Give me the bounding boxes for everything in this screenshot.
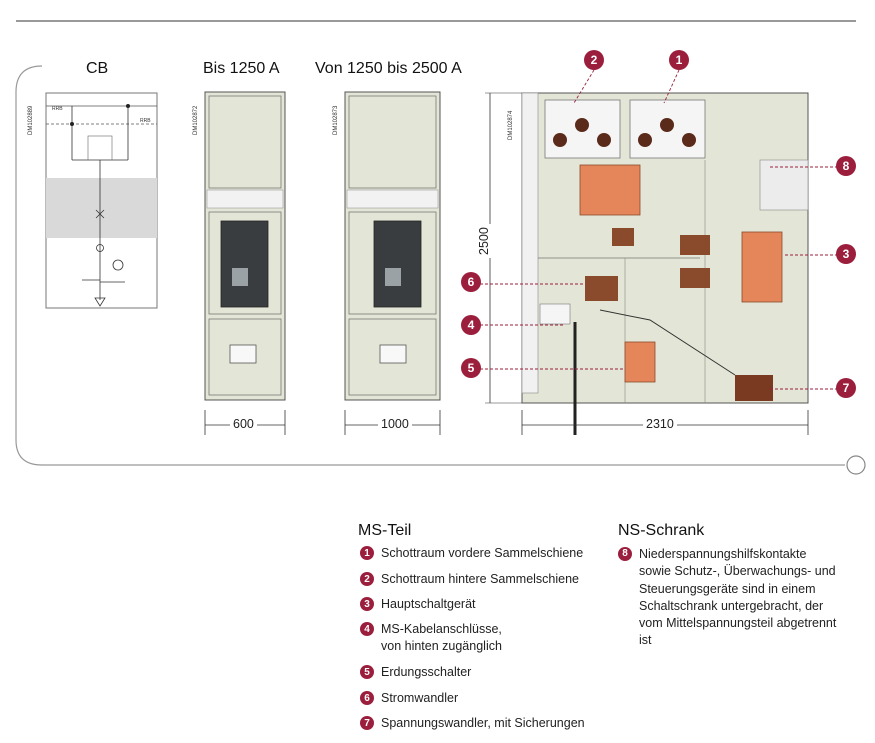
legend-item-2: 2 Schottraum hintere Sammelschiene xyxy=(360,571,579,588)
dim-600: 600 xyxy=(230,417,257,431)
rrb-label-2: RRB xyxy=(140,118,151,124)
callout-leaders xyxy=(480,69,838,390)
legend-item-3: 3 Hauptschaltgerät xyxy=(360,596,476,613)
rrb-label: RRB xyxy=(52,106,63,112)
legend-item-4: 4 MS-Kabelanschlüsse, von hinten zugängl… xyxy=(360,621,502,655)
panel-600-drawing xyxy=(204,91,286,435)
callout-8: 8 xyxy=(836,156,856,176)
legend-badge-7: 7 xyxy=(360,716,374,730)
bis-code: DM102872 xyxy=(193,105,199,135)
cb-code: DM102889 xyxy=(28,105,34,135)
frame-end-circle xyxy=(846,455,866,475)
legend-text-3: Hauptschaltgerät xyxy=(381,597,476,611)
callout-2: 2 xyxy=(584,50,604,70)
legend-text-2: Schottraum hintere Sammelschiene xyxy=(381,572,580,586)
legend-badge-4: 4 xyxy=(360,622,374,636)
side-code: DM102874 xyxy=(508,110,514,140)
legend-badge-3: 3 xyxy=(360,597,374,611)
cb-title: CB xyxy=(86,60,109,77)
bis-title: Bis 1250 A xyxy=(203,60,280,77)
legend-text-8: Niederspannungshilfskontakte sowie Schut… xyxy=(639,547,837,648)
callout-7: 7 xyxy=(836,378,856,398)
legend-item-6: 6 Stromwandler xyxy=(360,690,458,707)
panel-1000-drawing xyxy=(344,91,441,435)
von-code: DM102873 xyxy=(333,105,339,135)
ns-schrank-title: NS-Schrank xyxy=(618,522,705,539)
legend-text-4: MS-Kabelanschlüsse, von hinten zugänglic… xyxy=(381,622,502,653)
legend-text-1: Schottraum vordere Sammelschiene xyxy=(381,546,584,560)
dim-1000: 1000 xyxy=(378,417,412,431)
dim-2500: 2500 xyxy=(477,224,491,258)
legend-item-1: 1 Schottraum vordere Sammelschiene xyxy=(360,545,583,562)
legend-text-7: Spannungswandler, mit Sicherungen xyxy=(381,716,585,730)
von-title: Von 1250 bis 2500 A xyxy=(315,60,462,77)
legend-badge-2: 2 xyxy=(360,572,374,586)
legend-badge-6: 6 xyxy=(360,691,374,705)
side-section-drawing xyxy=(485,92,809,435)
legend-item-5: 5 Erdungsschalter xyxy=(360,664,471,681)
callout-4: 4 xyxy=(461,315,481,335)
cb-single-line-diagram xyxy=(45,92,158,309)
legend-item-7: 7 Spannungswandler, mit Sicherungen xyxy=(360,715,585,732)
callout-6: 6 xyxy=(461,272,481,292)
dim-2310: 2310 xyxy=(643,417,677,431)
legend-text-5: Erdungsschalter xyxy=(381,665,472,679)
callout-3: 3 xyxy=(836,244,856,264)
legend-badge-5: 5 xyxy=(360,665,374,679)
legend-badge-1: 1 xyxy=(360,546,374,560)
legend-item-8: 8 Niederspannungshilfskontakte sowie Sch… xyxy=(618,546,868,650)
callout-1: 1 xyxy=(669,50,689,70)
legend-badge-8: 8 xyxy=(618,547,632,561)
legend-text-6: Stromwandler xyxy=(381,691,459,705)
callout-5: 5 xyxy=(461,358,481,378)
ms-teil-title: MS-Teil xyxy=(358,522,412,539)
